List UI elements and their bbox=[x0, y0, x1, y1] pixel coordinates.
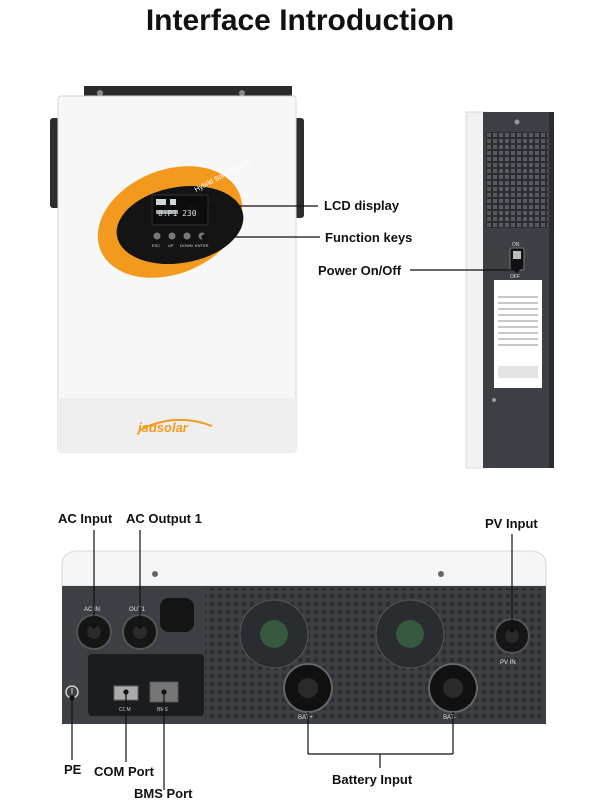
brand-logo-swoosh bbox=[139, 418, 213, 431]
bracket-hole bbox=[239, 90, 245, 96]
callout-lcd-display: LCD display bbox=[324, 198, 400, 213]
bottom-screw bbox=[438, 571, 444, 577]
side-screw bbox=[492, 398, 496, 402]
up-key-icon[interactable] bbox=[168, 232, 176, 240]
side-vent-grille bbox=[486, 132, 548, 228]
port-label-bat-plus: BAT+ bbox=[298, 715, 313, 721]
callout-ac-output-1: AC Output 1 bbox=[126, 511, 202, 526]
com-bms-box bbox=[88, 654, 204, 716]
front-view bbox=[50, 86, 304, 453]
key-label-esc: ESC bbox=[152, 243, 160, 248]
callout-pe: PE bbox=[64, 762, 82, 777]
port-label-com: COM bbox=[119, 707, 131, 713]
blank-plug bbox=[160, 598, 194, 632]
callout-function-keys: Function keys bbox=[325, 230, 413, 245]
esc-key-icon[interactable] bbox=[153, 232, 161, 240]
switch-off-label: OFF bbox=[510, 274, 520, 280]
lcd-segment bbox=[156, 210, 178, 214]
key-label-down: DOWN bbox=[180, 243, 193, 248]
bottom-screw bbox=[152, 571, 158, 577]
callout-lines bbox=[69, 203, 520, 790]
down-key-icon[interactable] bbox=[183, 232, 191, 240]
switch-on-label: ON bbox=[512, 242, 520, 248]
nameplate-icons bbox=[498, 366, 538, 378]
callout-ac-input: AC Input bbox=[58, 511, 113, 526]
side-screw bbox=[514, 119, 520, 125]
lcd-reading: 0:P1 230 bbox=[158, 209, 197, 218]
lcd-segment bbox=[156, 199, 166, 205]
port-label-bat-minus: BAT- bbox=[443, 715, 456, 721]
callout-bms-port: BMS Port bbox=[134, 786, 193, 801]
side-panel-edge bbox=[549, 112, 554, 468]
callout-battery-input: Battery Input bbox=[332, 772, 413, 787]
lcd-segment bbox=[170, 199, 176, 205]
page-title: Interface Introduction bbox=[145, 4, 455, 37]
key-label-up: UP bbox=[168, 243, 174, 248]
bottom-view bbox=[61, 550, 547, 724]
key-label-enter: ENTER bbox=[195, 243, 209, 248]
bottom-top-cover bbox=[61, 550, 547, 587]
port-label-bms: BMS bbox=[157, 707, 169, 713]
brand-logo-text: jsdsolar bbox=[136, 420, 189, 435]
port-label-pv-in: PV IN bbox=[500, 660, 516, 666]
callout-power-on-off: Power On/Off bbox=[318, 263, 402, 278]
port-label-out1: OUT1 bbox=[129, 607, 146, 613]
side-view bbox=[465, 111, 554, 469]
callout-com-port: COM Port bbox=[94, 764, 154, 779]
callout-pv-input: PV Input bbox=[485, 516, 538, 531]
port-label-ac-in: AC IN bbox=[84, 607, 100, 613]
front-lower-band bbox=[58, 398, 296, 452]
bracket-hole bbox=[97, 90, 103, 96]
power-switch-rocker bbox=[513, 251, 521, 259]
